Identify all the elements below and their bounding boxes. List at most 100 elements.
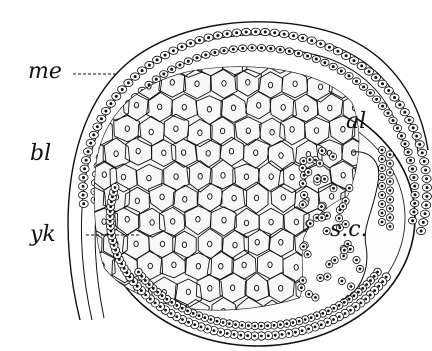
small-cell-nucleus [319, 162, 321, 164]
small-cell-nucleus [327, 321, 329, 323]
small-cell-nucleus [348, 298, 350, 300]
band-cell-nucleus [164, 54, 166, 56]
small-cell-nucleus [348, 187, 350, 189]
small-cell-nucleus [222, 322, 224, 324]
small-cell-nucleus [314, 326, 316, 328]
small-cell-nucleus [170, 313, 172, 315]
band-cell-nucleus [115, 95, 117, 97]
band-cell-nucleus [353, 60, 355, 62]
small-cell-nucleus [389, 199, 391, 201]
band-cell-nucleus [105, 110, 107, 112]
yolk-cell [378, 296, 402, 327]
small-cell-nucleus [136, 285, 138, 287]
small-cell-nucleus [333, 319, 335, 321]
band-cell-nucleus [85, 159, 87, 161]
small-cell-nucleus [303, 160, 305, 162]
small-cell-nucleus [165, 309, 167, 311]
yolk-cell-nucleus [254, 60, 258, 66]
small-cell-nucleus [194, 324, 196, 326]
small-cell-nucleus [295, 331, 297, 333]
small-cell-nucleus [389, 190, 391, 192]
band-cell-nucleus [292, 35, 294, 37]
small-cell-nucleus [316, 178, 318, 180]
band-cell-nucleus [226, 33, 228, 35]
band-cell-nucleus [245, 31, 247, 33]
small-cell-nucleus [307, 171, 309, 173]
small-cell-nucleus [320, 324, 322, 326]
band-cell-nucleus [82, 194, 84, 196]
small-cell-nucleus [159, 306, 161, 308]
small-cell-nucleus [247, 335, 249, 337]
small-cell-nucleus [381, 149, 383, 151]
label-al: al [346, 109, 366, 134]
small-cell-nucleus [200, 326, 202, 328]
band-cell-nucleus [416, 135, 418, 137]
band-cell-nucleus [302, 37, 304, 39]
yolk-cell [114, 296, 140, 326]
band-cell-nucleus [340, 70, 342, 72]
small-cell-nucleus [314, 297, 316, 299]
band-cell-nucleus [90, 142, 92, 144]
band-cell-nucleus [337, 50, 339, 52]
label-me: me [28, 59, 62, 84]
band-cell-nucleus [171, 68, 173, 70]
band-cell-nucleus [196, 57, 198, 59]
yolk-cell [78, 279, 105, 308]
yolk-cell-nucleus [162, 61, 166, 67]
band-cell-nucleus [412, 220, 414, 222]
small-cell-nucleus [144, 280, 146, 282]
small-cell-nucleus [316, 315, 318, 317]
small-cell-nucleus [381, 203, 383, 205]
small-cell-nucleus [138, 271, 140, 273]
small-cell-nucleus [132, 281, 134, 283]
band-cell-nucleus [388, 89, 390, 91]
band-cell-nucleus [148, 64, 150, 66]
small-cell-nucleus [389, 154, 391, 156]
band-cell-nucleus [411, 168, 413, 170]
yolk-cell-nucleus [86, 61, 90, 67]
small-cell-nucleus [362, 287, 364, 289]
band-cell-nucleus [134, 76, 136, 78]
band-cell-nucleus [426, 195, 428, 197]
yolk-cell [103, 48, 128, 77]
band-cell-nucleus [375, 76, 377, 78]
small-cell-nucleus [302, 204, 304, 206]
small-cell-nucleus [374, 290, 376, 292]
small-cell-nucleus [338, 304, 340, 306]
band-cell-nucleus [409, 159, 411, 161]
yolk-cell-nucleus [388, 309, 392, 315]
small-cell-nucleus [369, 294, 371, 296]
band-cell-nucleus [426, 187, 428, 189]
band-cell-nucleus [288, 50, 290, 52]
small-cell-nucleus [359, 268, 361, 270]
band-cell-nucleus [255, 31, 257, 33]
band-cell-nucleus [332, 66, 334, 68]
small-cell-nucleus [378, 285, 380, 287]
small-cell-nucleus [389, 217, 391, 219]
small-cell-nucleus [140, 290, 142, 292]
small-cell-nucleus [350, 309, 352, 311]
small-cell-nucleus [381, 212, 383, 214]
small-cell-nucleus [319, 277, 321, 279]
small-cell-nucleus [302, 167, 304, 169]
yolk-cell-nucleus [232, 59, 236, 65]
small-cell-nucleus [332, 156, 334, 158]
band-cell-nucleus [345, 55, 347, 57]
band-cell-nucleus [407, 151, 409, 153]
band-cell-nucleus [279, 49, 281, 51]
small-cell-nucleus [334, 259, 336, 261]
band-cell-nucleus [274, 32, 276, 34]
small-cell-nucleus [267, 325, 269, 327]
label-bl: bl [30, 141, 51, 166]
small-cell-nucleus [247, 325, 249, 327]
small-cell-nucleus [286, 323, 288, 325]
small-cell-nucleus [241, 324, 243, 326]
band-cell-nucleus [348, 75, 350, 77]
small-cell-nucleus [182, 319, 184, 321]
small-cell-nucleus [267, 335, 269, 337]
small-cell-nucleus [385, 276, 387, 278]
band-cell-nucleus [179, 64, 181, 66]
band-cell-nucleus [110, 103, 112, 105]
small-cell-nucleus [181, 307, 183, 309]
band-cell-nucleus [155, 78, 157, 80]
